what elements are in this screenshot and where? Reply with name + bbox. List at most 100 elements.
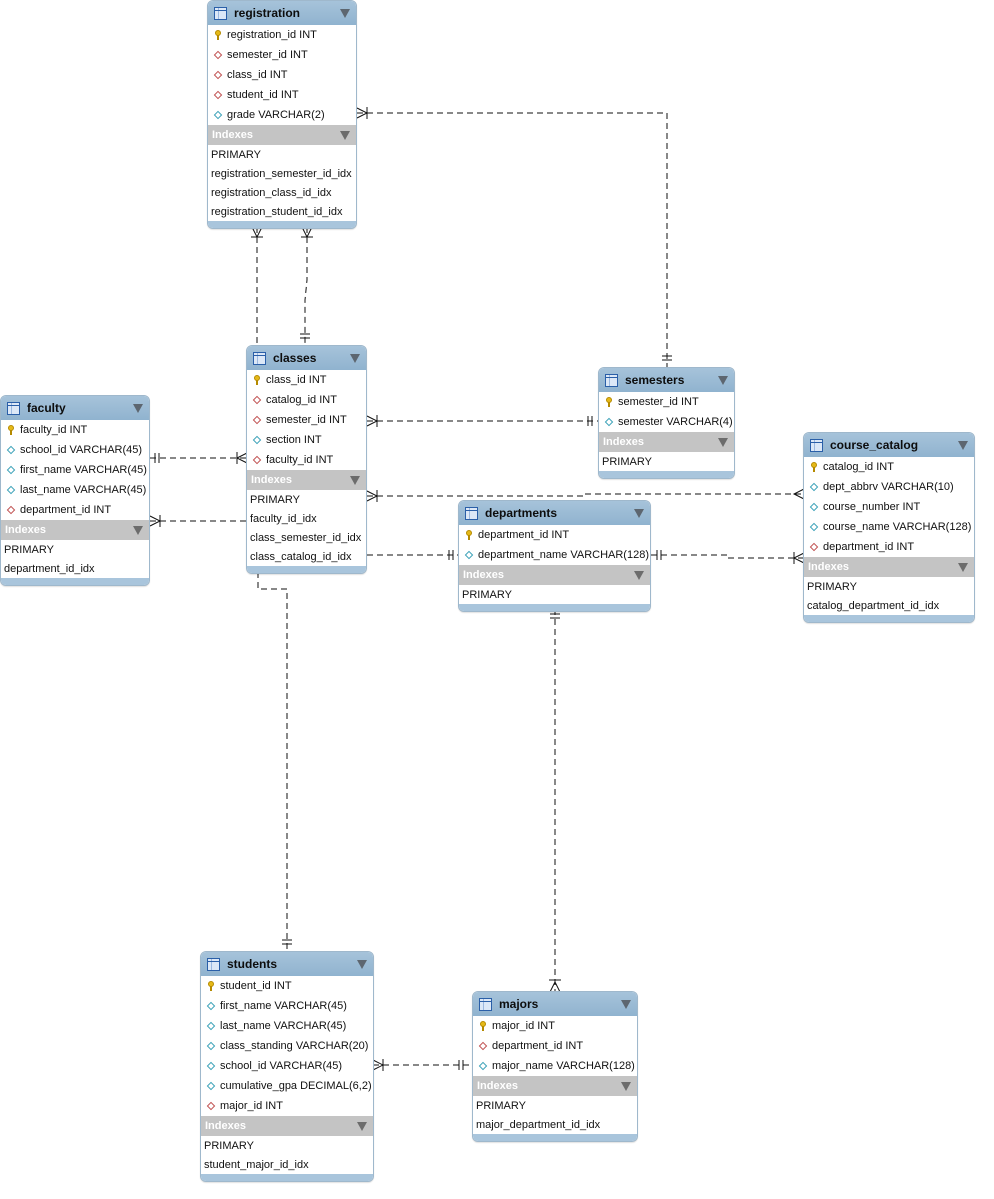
column-row[interactable]: class_standing VARCHAR(20) — [201, 1036, 373, 1056]
table-classes[interactable]: classes class_id INT catalog_id INT seme… — [246, 345, 367, 574]
collapse-triangle-icon[interactable] — [634, 570, 644, 580]
column-row[interactable]: first_name VARCHAR(45) — [1, 460, 149, 480]
collapse-triangle-icon[interactable] — [621, 999, 631, 1009]
collapse-triangle-icon[interactable] — [350, 475, 360, 485]
collapse-triangle-icon[interactable] — [350, 353, 360, 363]
column-row[interactable]: semester_id INT — [247, 410, 366, 430]
index-row[interactable]: class_semester_id_idx — [250, 531, 362, 544]
index-row[interactable]: faculty_id_idx — [250, 512, 317, 525]
column-row[interactable]: school_id VARCHAR(45) — [1, 440, 149, 460]
index-row[interactable]: PRIMARY — [807, 580, 857, 593]
column-row[interactable]: school_id VARCHAR(45) — [201, 1056, 373, 1076]
table-header[interactable]: students — [201, 952, 373, 976]
indexes-header[interactable]: Indexes — [473, 1076, 637, 1096]
indexes-header[interactable]: Indexes — [804, 557, 974, 577]
index-row[interactable]: catalog_department_id_idx — [807, 599, 940, 612]
column-row[interactable]: grade VARCHAR(2) — [208, 105, 356, 125]
index-row[interactable]: PRIMARY — [250, 493, 300, 506]
collapse-triangle-icon[interactable] — [357, 959, 367, 969]
column-row[interactable]: department_id INT — [473, 1036, 637, 1056]
column-row[interactable]: class_id INT — [247, 370, 366, 390]
index-row[interactable]: PRIMARY — [204, 1139, 254, 1152]
column-row[interactable]: first_name VARCHAR(45) — [201, 996, 373, 1016]
indexes-header[interactable]: Indexes — [1, 520, 149, 540]
indexes-header[interactable]: Indexes — [599, 432, 734, 452]
column-row[interactable]: faculty_id INT — [1, 420, 149, 440]
column-row[interactable]: student_id INT — [208, 85, 356, 105]
index-row[interactable]: PRIMARY — [211, 148, 261, 161]
column-row[interactable]: course_name VARCHAR(128) — [804, 517, 974, 537]
column-row[interactable]: cumulative_gpa DECIMAL(6,2) — [201, 1076, 373, 1096]
column-row[interactable]: section INT — [247, 430, 366, 450]
column-row[interactable]: last_name VARCHAR(45) — [201, 1016, 373, 1036]
collapse-triangle-icon[interactable] — [133, 525, 143, 535]
column-row[interactable]: catalog_id INT — [247, 390, 366, 410]
table-students[interactable]: students student_id INT first_name VARCH… — [200, 951, 374, 1182]
index-row[interactable]: major_department_id_idx — [476, 1118, 601, 1131]
column-row[interactable]: department_id INT — [804, 537, 974, 557]
table-header[interactable]: semesters — [599, 368, 734, 392]
table-header[interactable]: majors — [473, 992, 637, 1016]
column-row[interactable]: department_id INT — [1, 500, 149, 520]
column-label: faculty_id INT — [20, 424, 88, 436]
column-row[interactable]: catalog_id INT — [804, 457, 974, 477]
index-row[interactable]: student_major_id_idx — [204, 1158, 309, 1171]
index-row[interactable]: PRIMARY — [462, 588, 512, 601]
collapse-triangle-icon[interactable] — [718, 437, 728, 447]
column-row[interactable]: last_name VARCHAR(45) — [1, 480, 149, 500]
column-row[interactable]: department_name VARCHAR(128) — [459, 545, 650, 565]
collapse-triangle-icon[interactable] — [357, 1121, 367, 1131]
indexes-label: Indexes — [603, 436, 644, 448]
table-icon — [465, 506, 478, 520]
column-row[interactable]: major_id INT — [473, 1016, 637, 1036]
collapse-triangle-icon[interactable] — [958, 440, 968, 450]
table-departments[interactable]: departments department_id INT department… — [458, 500, 651, 612]
table-course-catalog[interactable]: course_catalog catalog_id INT dept_abbrv… — [803, 432, 975, 623]
column-row[interactable]: major_id INT — [201, 1096, 373, 1116]
index-row[interactable]: department_id_idx — [4, 562, 95, 575]
index-row[interactable]: registration_class_id_idx — [211, 186, 332, 199]
table-header[interactable]: course_catalog — [804, 433, 974, 457]
indexes-header[interactable]: Indexes — [247, 470, 366, 490]
table-header[interactable]: registration — [208, 1, 356, 25]
column-row[interactable]: class_id INT — [208, 65, 356, 85]
index-row[interactable]: registration_semester_id_idx — [211, 167, 352, 180]
column-icon — [206, 1021, 216, 1031]
column-row[interactable]: faculty_id INT — [247, 450, 366, 470]
table-header[interactable]: classes — [247, 346, 366, 370]
collapse-triangle-icon[interactable] — [621, 1081, 631, 1091]
indexes-label: Indexes — [212, 129, 253, 141]
index-row[interactable]: class_catalog_id_idx — [250, 550, 352, 563]
indexes-header[interactable]: Indexes — [201, 1116, 373, 1136]
collapse-triangle-icon[interactable] — [133, 403, 143, 413]
table-header[interactable]: departments — [459, 501, 650, 525]
table-majors[interactable]: majors major_id INT department_id INT ma… — [472, 991, 638, 1142]
column-icon — [206, 1061, 216, 1071]
column-row[interactable]: major_name VARCHAR(128) — [473, 1056, 637, 1076]
index-row[interactable]: PRIMARY — [476, 1099, 526, 1112]
collapse-triangle-icon[interactable] — [340, 130, 350, 140]
indexes-header[interactable]: Indexes — [208, 125, 356, 145]
column-row[interactable]: department_id INT — [459, 525, 650, 545]
table-semesters[interactable]: semesters semester_id INT semester VARCH… — [598, 367, 735, 479]
collapse-triangle-icon[interactable] — [718, 375, 728, 385]
collapse-triangle-icon[interactable] — [958, 562, 968, 572]
column-row[interactable]: semester_id INT — [599, 392, 734, 412]
table-header[interactable]: faculty — [1, 396, 149, 420]
column-row[interactable]: semester VARCHAR(4) — [599, 412, 734, 432]
column-row[interactable]: dept_abbrv VARCHAR(10) — [804, 477, 974, 497]
column-row[interactable]: student_id INT — [201, 976, 373, 996]
table-registration[interactable]: registration registration_id INT semeste… — [207, 0, 357, 229]
column-row[interactable]: course_number INT — [804, 497, 974, 517]
column-row[interactable]: registration_id INT — [208, 25, 356, 45]
index-row[interactable]: registration_student_id_idx — [211, 205, 343, 218]
indexes-header[interactable]: Indexes — [459, 565, 650, 585]
table-faculty[interactable]: faculty faculty_id INT school_id VARCHAR… — [0, 395, 150, 586]
index-row[interactable]: PRIMARY — [602, 455, 652, 468]
collapse-triangle-icon[interactable] — [340, 8, 350, 18]
foreign-key-icon — [206, 1101, 216, 1111]
table-name: semesters — [625, 373, 685, 387]
column-row[interactable]: semester_id INT — [208, 45, 356, 65]
index-row[interactable]: PRIMARY — [4, 543, 54, 556]
collapse-triangle-icon[interactable] — [634, 508, 644, 518]
